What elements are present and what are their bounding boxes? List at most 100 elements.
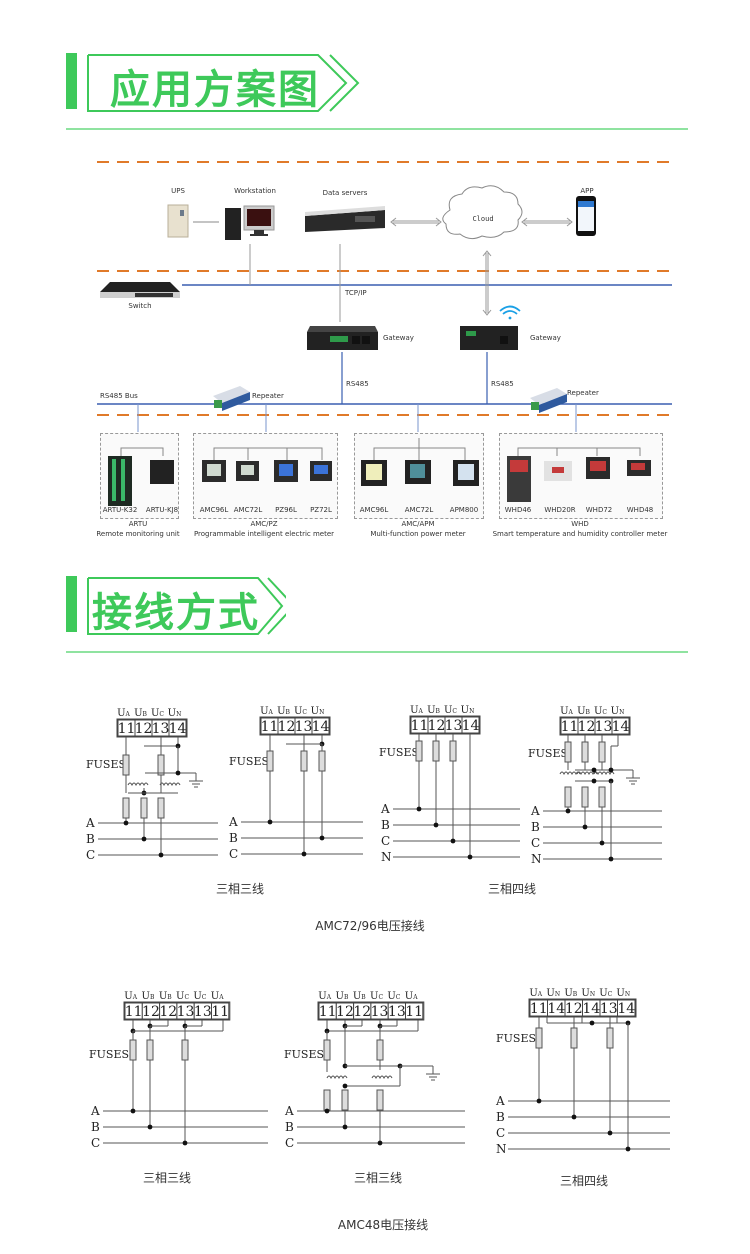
double-arrow-server-cloud xyxy=(390,217,442,227)
caption-3p4w-amc72: 三相四线 xyxy=(487,882,537,896)
terminal-box xyxy=(311,717,330,735)
terminal-box xyxy=(611,717,630,735)
terminal-number: 12 xyxy=(135,721,153,737)
caption-3p3w-amc48-b: 三相三线 xyxy=(353,1171,403,1185)
terminal-number: 11 xyxy=(211,1004,229,1020)
fuse-icon xyxy=(146,1039,154,1061)
terminal-block xyxy=(409,715,481,735)
junction-dot xyxy=(599,840,605,846)
gateway-device-1 xyxy=(307,326,378,350)
phase-label: A xyxy=(530,804,540,818)
junction-dot xyxy=(130,1108,136,1114)
terminal-box xyxy=(405,1002,424,1020)
group-desc: Smart temperature and humidity controlle… xyxy=(492,530,668,538)
terminal-box xyxy=(461,716,480,734)
terminal-number: 14 xyxy=(582,1001,600,1017)
caption-3p3w-amc72: 三相三线 xyxy=(215,882,265,896)
terminal-label: UA xyxy=(318,991,331,1002)
fuse-icon xyxy=(140,797,148,819)
terminal-number: 11 xyxy=(261,719,279,735)
device-label: WHD20R xyxy=(544,506,576,514)
junction-dot xyxy=(433,822,439,828)
phase-label: C xyxy=(285,1136,294,1150)
phase-label: A xyxy=(380,802,390,816)
terminal-label: UB xyxy=(353,991,366,1002)
terminal-label: UC xyxy=(176,991,189,1002)
terminal-number: 11 xyxy=(118,721,136,737)
junction-dot xyxy=(267,819,273,825)
terminal-number: 12 xyxy=(565,1001,583,1017)
wiring-diagrams: 11UA12UB13UC14UNABCFUSES11UA12UB13UC14UN… xyxy=(85,705,670,1156)
terminal-number: 14 xyxy=(612,719,630,735)
terminal-label: UB xyxy=(577,706,590,717)
cloud-icon xyxy=(442,185,523,240)
junction-dot xyxy=(182,1140,188,1146)
junction-dot xyxy=(608,767,614,773)
terminal-number: 13 xyxy=(295,719,313,735)
ups-device xyxy=(167,204,189,238)
label-app: APP xyxy=(580,187,594,195)
fuse-icon xyxy=(122,754,130,776)
fuse-icon xyxy=(570,1027,578,1049)
fuse-icon xyxy=(581,741,589,763)
fuse-icon xyxy=(564,786,572,808)
terminal-label: UA xyxy=(124,991,137,1002)
label-rs485-bus: RS485 Bus xyxy=(100,392,138,400)
fuse-icon xyxy=(341,1089,349,1111)
fuse-icon xyxy=(300,750,308,772)
device-group-whd: WHD46 WHD20R WHD72 WHD48 xyxy=(499,433,663,519)
terminal-number: 12 xyxy=(336,1004,354,1020)
terminal-number: 11 xyxy=(561,719,579,735)
terminal-label: UN xyxy=(461,705,475,716)
group-caption-amc-pz: AMC/PZ Programmable intelligent electric… xyxy=(194,519,334,539)
label-rs485-2: RS485 xyxy=(491,380,514,388)
terminal-label: UC xyxy=(387,991,400,1002)
group-desc: Multi-function power meter xyxy=(370,530,466,538)
fuse-icon xyxy=(598,786,606,808)
label-data-servers: Data servers xyxy=(322,189,368,197)
terminal-label: UB xyxy=(427,705,440,716)
terminal-label: UC xyxy=(370,991,383,1002)
phase-label: B xyxy=(229,831,238,845)
terminal-label: UC xyxy=(599,988,612,999)
device-label: ARTU-K32 xyxy=(102,506,138,514)
section-divider xyxy=(66,128,688,130)
junction-dot xyxy=(175,770,181,776)
terminal-label: UC xyxy=(151,708,164,719)
terminal-number: 13 xyxy=(152,721,170,737)
title-accent-bar xyxy=(66,576,77,632)
terminal-label: UA xyxy=(410,705,423,716)
junction-dot xyxy=(591,778,597,784)
device-label: WHD72 xyxy=(585,506,613,514)
phase-label: B xyxy=(496,1110,505,1124)
terminal-number: 14 xyxy=(462,718,480,734)
junction-dot xyxy=(571,1114,577,1120)
fuse-icon xyxy=(266,750,274,772)
terminal-number: 12 xyxy=(142,1004,160,1020)
terminal-block xyxy=(317,1001,425,1021)
phase-label: A xyxy=(495,1094,505,1108)
terminal-number: 14 xyxy=(547,1001,565,1017)
phase-label: B xyxy=(86,832,95,846)
fuse-icon xyxy=(323,1039,331,1061)
fuses-label: FUSES xyxy=(229,755,269,768)
transformer-coil-icon xyxy=(127,782,149,787)
terminal-block xyxy=(116,718,188,738)
phase-label: B xyxy=(381,818,390,832)
terminal-label: UA xyxy=(260,706,273,717)
double-arrow-cloud-app xyxy=(521,217,573,227)
label-cloud: Cloud xyxy=(472,215,494,223)
group-caption-whd: WHD Smart temperature and humidity contr… xyxy=(493,519,668,539)
title-accent-bar xyxy=(66,53,77,109)
title-arrow-frame xyxy=(87,54,360,112)
group-caption-amc-apm: AMC/APM Multi-function power meter xyxy=(370,519,465,539)
terminal-number: 13 xyxy=(445,718,463,734)
group-desc: Remote monitoring unit xyxy=(96,530,180,538)
device-label: PZ72L xyxy=(310,506,332,514)
fuse-icon xyxy=(606,1027,614,1049)
terminal-number: 13 xyxy=(177,1004,195,1020)
junction-dot xyxy=(589,1020,595,1026)
fuse-icon xyxy=(598,741,606,763)
caption-3p4w-amc48: 三相四线 xyxy=(559,1174,609,1188)
terminal-number: 14 xyxy=(312,719,330,735)
